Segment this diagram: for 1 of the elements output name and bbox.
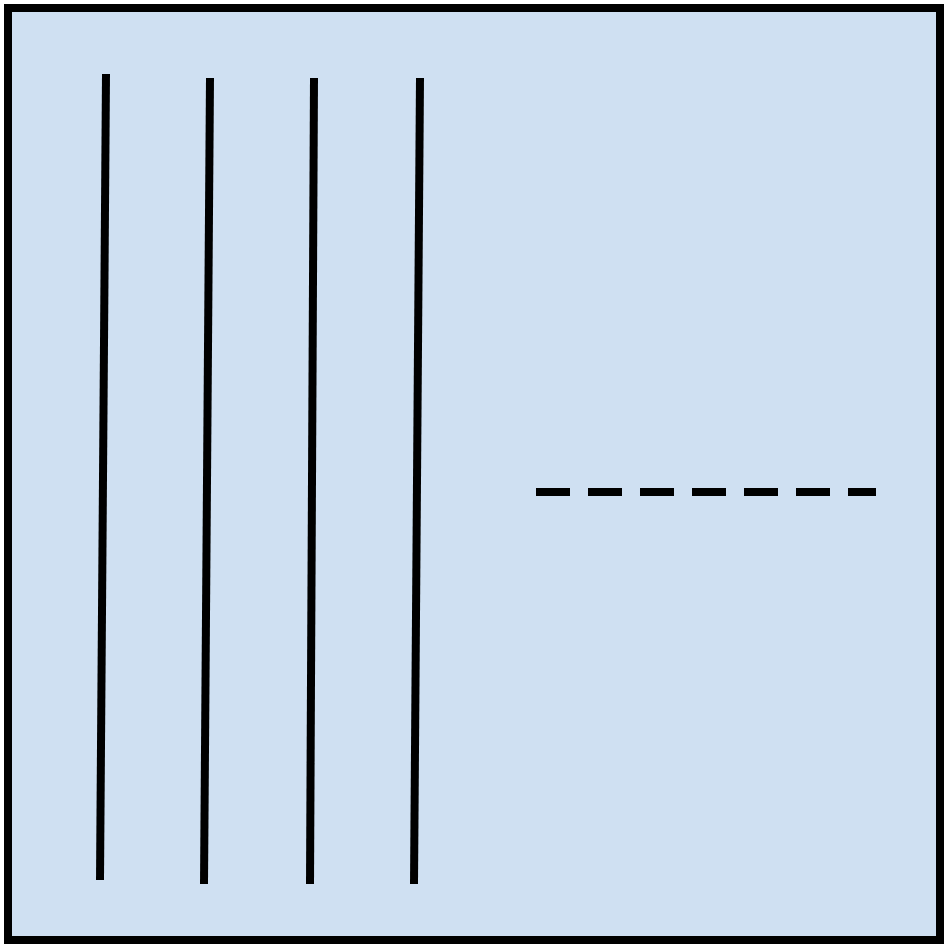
panel-box — [4, 4, 944, 944]
